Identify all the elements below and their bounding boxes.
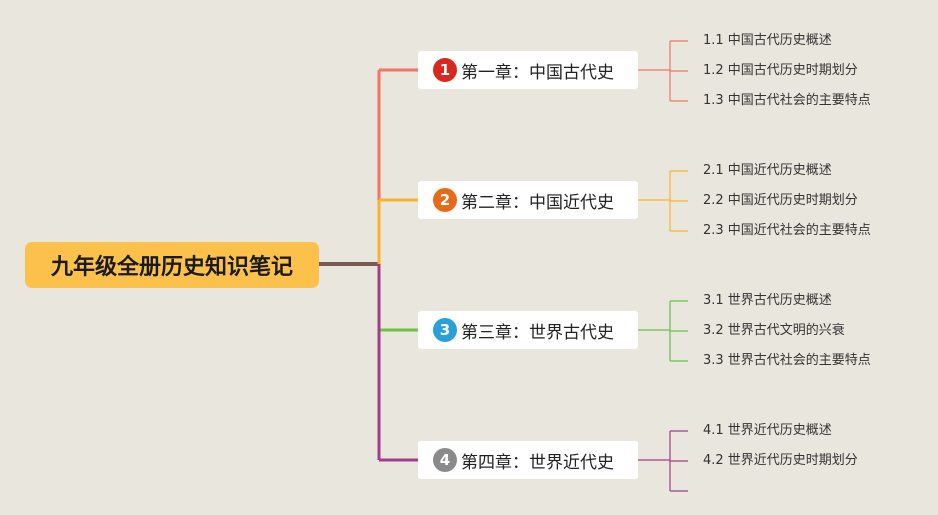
subtopic-3-3[interactable]: 3.3 世界古代社会的主要特点 xyxy=(703,353,871,368)
subtopic-2-1[interactable]: 2.1 中国近代历史概述 xyxy=(703,163,832,178)
subtopic-3-2[interactable]: 3.2 世界古代文明的兴衰 xyxy=(703,323,845,338)
subtopic-1-3[interactable]: 1.3 中国古代社会的主要特点 xyxy=(703,93,871,108)
chapter-title-4: 第四章：世界近代史 xyxy=(461,452,614,473)
chapter-title-1: 第一章：中国古代史 xyxy=(461,62,614,83)
chapter-title-3: 第三章：世界古代史 xyxy=(461,322,614,343)
subtopic-1-1[interactable]: 1.1 中国古代历史概述 xyxy=(703,33,832,48)
subtopic-2-2[interactable]: 2.2 中国近代历史时期划分 xyxy=(703,193,858,208)
root-topic[interactable]: 九年级全册历史知识笔记 xyxy=(25,242,319,288)
number-badge-3: 3 xyxy=(433,318,457,342)
number-badge-1: 1 xyxy=(433,58,457,82)
root-topic-label: 九年级全册历史知识笔记 xyxy=(50,255,293,280)
chapter-node-4[interactable]: 4 第四章：世界近代史 xyxy=(418,441,638,479)
subtopic-2-3[interactable]: 2.3 中国近代社会的主要特点 xyxy=(703,223,871,238)
chapter-node-1[interactable]: 1 第一章：中国古代史 xyxy=(418,51,638,89)
number-badge-4: 4 xyxy=(433,448,457,472)
subtopic-4-2[interactable]: 4.2 世界近代历史时期划分 xyxy=(703,453,858,468)
subtopic-3-1[interactable]: 3.1 世界古代历史概述 xyxy=(703,293,832,308)
chapter-title-2: 第二章：中国近代史 xyxy=(461,192,614,213)
chapter-node-2[interactable]: 2 第二章：中国近代史 xyxy=(418,181,638,219)
number-badge-2: 2 xyxy=(433,188,457,212)
subtopic-4-1[interactable]: 4.1 世界近代历史概述 xyxy=(703,423,832,438)
chapter-node-3[interactable]: 3 第三章：世界古代史 xyxy=(418,311,638,349)
subtopic-1-2[interactable]: 1.2 中国古代历史时期划分 xyxy=(703,63,858,78)
